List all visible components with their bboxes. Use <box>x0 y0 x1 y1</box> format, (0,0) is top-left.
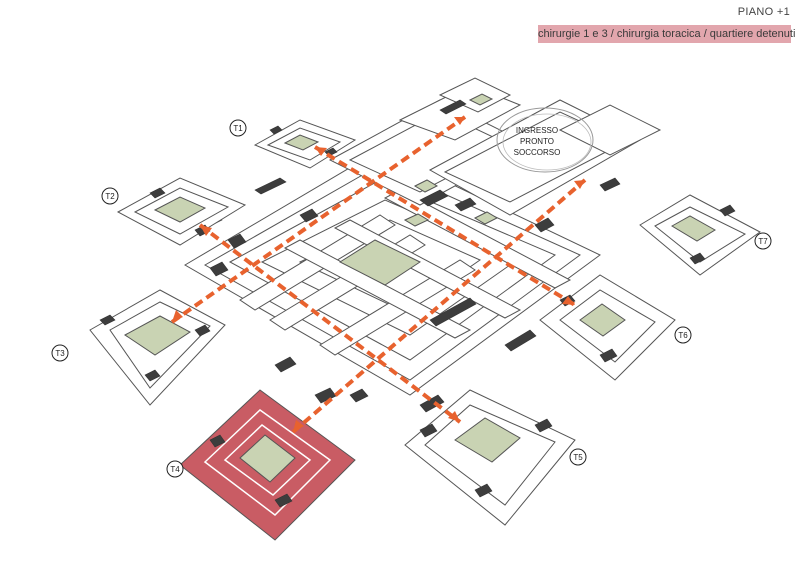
route-t1-t6 <box>313 145 577 307</box>
floor-subtitle-band: chirurgie 1 e 3 / chirurgia toracica / q… <box>538 25 795 43</box>
tower-label-t2: T2 <box>101 187 119 205</box>
tower-label-t7: T7 <box>754 232 772 250</box>
route-arrow-northeast <box>574 180 585 189</box>
central-courtyard <box>338 239 422 286</box>
circulation-routes <box>170 115 587 434</box>
svg-text:T5: T5 <box>573 453 583 462</box>
tower-label-t5: T5 <box>569 448 587 466</box>
route-arrow-t2 <box>200 225 212 236</box>
route-arrow-t1 <box>315 147 327 156</box>
route-arrow-t4 <box>293 420 304 432</box>
route-arrow-t5 <box>448 411 460 422</box>
floor-label: PIANO +1 <box>737 6 790 18</box>
svg-text:T7: T7 <box>758 237 768 246</box>
tower-t7 <box>639 194 761 276</box>
tower-t2 <box>116 177 247 246</box>
tower-label-t3: T3 <box>51 344 69 362</box>
svg-text:T2: T2 <box>105 192 115 201</box>
svg-text:T1: T1 <box>233 124 243 133</box>
tower-t3 <box>89 289 226 406</box>
entrance-label-line-2: PRONTO <box>520 137 554 146</box>
entrance-emergency: INGRESSO PRONTO SOCCORSO <box>496 107 594 173</box>
tower-t5 <box>404 389 576 526</box>
svg-text:T6: T6 <box>678 331 688 340</box>
svg-text:T4: T4 <box>170 465 180 474</box>
tower-labels: T1 T2 T3 T4 T5 T6 T7 <box>51 119 772 478</box>
route-t2-t5 <box>198 223 462 424</box>
route-t3-upper <box>170 115 467 324</box>
tower-label-t1: T1 <box>229 119 247 137</box>
tower-label-t4: T4 <box>166 460 184 478</box>
tower-label-t6: T6 <box>674 326 692 344</box>
route-arrow-north <box>454 117 465 125</box>
route-arrow-t3 <box>172 310 183 322</box>
service-cores <box>204 99 621 413</box>
entrance-label-line-1: INGRESSO <box>516 126 558 135</box>
entrance-label-line-3: SOCCORSO <box>514 148 561 157</box>
tower-t6 <box>539 274 676 381</box>
tower-t4-highlighted <box>179 389 356 541</box>
route-arrow-t6 <box>562 296 575 305</box>
route-t4-upper <box>291 178 587 434</box>
svg-text:T3: T3 <box>55 349 65 358</box>
